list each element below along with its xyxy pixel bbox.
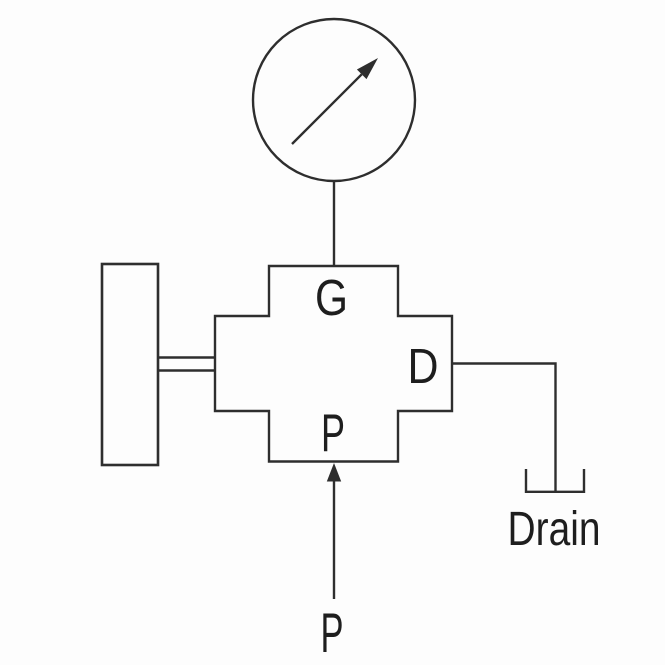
supply-pressure-caption: P bbox=[321, 601, 344, 664]
port-label-pressure: P bbox=[321, 404, 345, 463]
drain-caption: Drain bbox=[508, 503, 601, 556]
drain-tank-icon bbox=[524, 469, 586, 493]
diagram-labels: G D P Drain P bbox=[315, 269, 601, 664]
port-label-drain: D bbox=[408, 340, 439, 394]
gauge-needle-arrowhead-icon bbox=[356, 58, 378, 80]
diagram-linework bbox=[100, 17, 586, 599]
valve-body bbox=[213, 264, 454, 463]
supply-arrowhead-icon bbox=[326, 463, 342, 482]
port-label-gauge: G bbox=[315, 269, 348, 326]
actuator-block bbox=[100, 262, 160, 467]
diagram-arrowheads bbox=[326, 58, 378, 482]
pressure-gauge-icon bbox=[251, 17, 417, 183]
gauge-needle bbox=[291, 73, 363, 145]
drain-pipe-line bbox=[452, 362, 557, 491]
